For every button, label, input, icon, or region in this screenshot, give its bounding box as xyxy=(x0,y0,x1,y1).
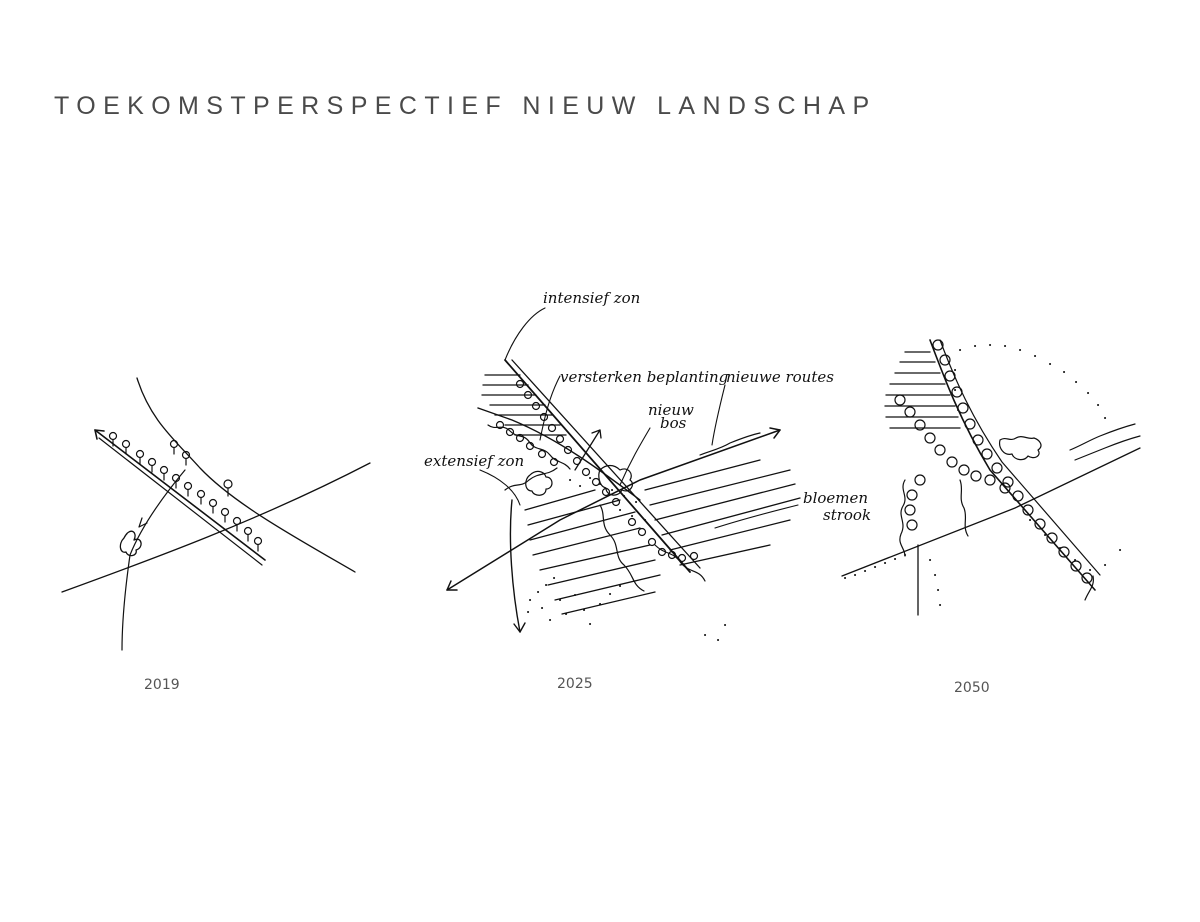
year-label-2025: 2025 xyxy=(557,676,593,692)
label-strook: strook xyxy=(823,506,871,524)
label-bloemen: bloemen xyxy=(803,489,868,507)
sketch-2050 xyxy=(841,339,1141,616)
label-bos: bos xyxy=(660,414,687,432)
label-nieuwe-routes: nieuwe routes xyxy=(726,368,834,386)
page-title: TOEKOMSTPERSPECTIEF NIEUW LANDSCHAP xyxy=(54,92,877,120)
label-versterken-beplanting: versterken beplanting xyxy=(560,368,728,386)
label-extensief-zon: extensief zon xyxy=(424,452,524,470)
year-label-2019: 2019 xyxy=(144,677,180,693)
year-label-2050: 2050 xyxy=(954,680,990,696)
sketch-2025: intensief zon versterken beplanting nieu… xyxy=(424,289,871,641)
label-intensief-zon: intensief zon xyxy=(543,289,640,307)
sketch-2019 xyxy=(61,377,371,651)
label-nieuw: nieuw xyxy=(648,401,694,419)
